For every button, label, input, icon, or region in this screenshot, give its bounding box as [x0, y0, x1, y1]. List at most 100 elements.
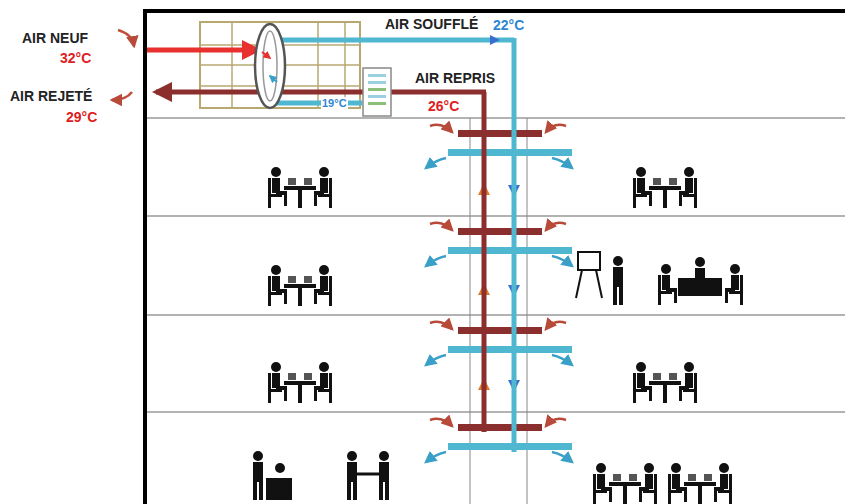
- air-ducts: [147, 35, 514, 452]
- drawing-part: [596, 270, 602, 298]
- drawing-part: [683, 194, 697, 197]
- drawing-part: [633, 167, 652, 208]
- drawing-part: [669, 373, 677, 380]
- drawing-part: [613, 474, 621, 481]
- drawing-part: [145, 11, 845, 504]
- drawing-part: [714, 463, 732, 504]
- drawing-part: [596, 463, 606, 473]
- drawing-part: [368, 74, 386, 77]
- drawing-part: [276, 101, 362, 106]
- drawing-part: [268, 265, 287, 306]
- drawing-part: [639, 487, 642, 502]
- drawing-part: [318, 292, 332, 295]
- drawing-part: [458, 228, 542, 235]
- drawing-part: [363, 68, 391, 116]
- drawing-part: [718, 490, 732, 493]
- drawing-part: [720, 474, 728, 489]
- drawing-part: [448, 149, 572, 156]
- outside-air-arrows: [112, 30, 134, 100]
- drawing-part: [318, 389, 332, 392]
- drawing-part: [552, 158, 572, 168]
- drawing-part: [633, 389, 647, 392]
- drawing-part: [448, 247, 572, 254]
- drawing-part: [695, 268, 705, 278]
- drawing-part: [357, 473, 379, 476]
- drawing-part: [368, 95, 386, 98]
- temperature-label: 22°C: [493, 17, 524, 33]
- drawing-part: [731, 275, 739, 290]
- drawing-part: [268, 373, 271, 403]
- drawing-part: [319, 167, 329, 177]
- drawing-part: [147, 48, 258, 53]
- drawing-part: [725, 288, 728, 303]
- drawing-part: [275, 463, 285, 473]
- drawing-part: [684, 362, 694, 372]
- drawing-part: [262, 52, 270, 58]
- drawing-part: [576, 270, 582, 298]
- drawing-part: [653, 178, 661, 185]
- drawing-part: [725, 264, 743, 305]
- drawing-part: [268, 292, 282, 295]
- drawing-part: [593, 490, 607, 493]
- drawing-part: [272, 373, 280, 388]
- drawing-part: [668, 474, 671, 504]
- drawing-part: [268, 389, 282, 392]
- drawing-part: [672, 474, 680, 489]
- drawing-part: [284, 191, 287, 206]
- drawing-part: [284, 289, 287, 304]
- drawing-part: [653, 373, 661, 380]
- drawing-part: [253, 451, 263, 461]
- drawing-part: [272, 276, 280, 291]
- drawing-part: [320, 373, 328, 388]
- drawing-part: [288, 276, 296, 283]
- drawing-part: [147, 412, 845, 413]
- floor-lines: [147, 118, 845, 504]
- drawing-part: [674, 288, 677, 303]
- occupant-icons: [253, 167, 743, 504]
- drawing-part: [426, 158, 446, 168]
- airflow-label: AIR REPRIS: [415, 70, 495, 86]
- drawing-part: [314, 386, 317, 401]
- drawing-part: [639, 463, 657, 504]
- drawing-part: [304, 373, 312, 380]
- drawing-part: [430, 322, 452, 329]
- drawing-part: [347, 462, 357, 482]
- drawing-part: [368, 88, 386, 91]
- drawing-part: [304, 276, 312, 283]
- drawing-part: [694, 373, 697, 403]
- drawing-part: [546, 125, 566, 132]
- drawing-part: [552, 256, 572, 266]
- drawing-part: [684, 167, 694, 177]
- drawing-part: [633, 178, 636, 208]
- drawing-part: [118, 30, 134, 46]
- drawing-part: [368, 81, 386, 84]
- drawing-part: [613, 256, 623, 266]
- drawing-part: [658, 264, 677, 305]
- drawing-part: [546, 223, 566, 230]
- drawing-part: [730, 264, 740, 274]
- heat-recovery-wheel: [255, 24, 285, 108]
- drawing-part: [458, 424, 542, 431]
- drawing-part: [314, 191, 317, 206]
- drawing-part: [329, 178, 332, 208]
- drawing-part: [379, 462, 389, 482]
- drawing-part: [512, 38, 517, 452]
- drawing-part: [669, 178, 677, 185]
- duct-shaft: [426, 125, 572, 462]
- drawing-part: [426, 256, 446, 266]
- drawing-part: [448, 346, 572, 353]
- drawing-part: [426, 452, 446, 462]
- drawing-part: [645, 474, 653, 489]
- drawing-part: [636, 167, 646, 177]
- drawing-part: [623, 486, 627, 504]
- drawing-part: [147, 315, 845, 316]
- drawing-part: [698, 486, 702, 504]
- drawing-part: [654, 474, 657, 504]
- drawing-part: [597, 474, 605, 489]
- airflow-label: AIR REJETÉ: [10, 88, 92, 104]
- drawing-part: [270, 76, 277, 82]
- drawing-part: [684, 482, 716, 486]
- drawing-part: [271, 362, 281, 372]
- drawing-part: [649, 386, 652, 401]
